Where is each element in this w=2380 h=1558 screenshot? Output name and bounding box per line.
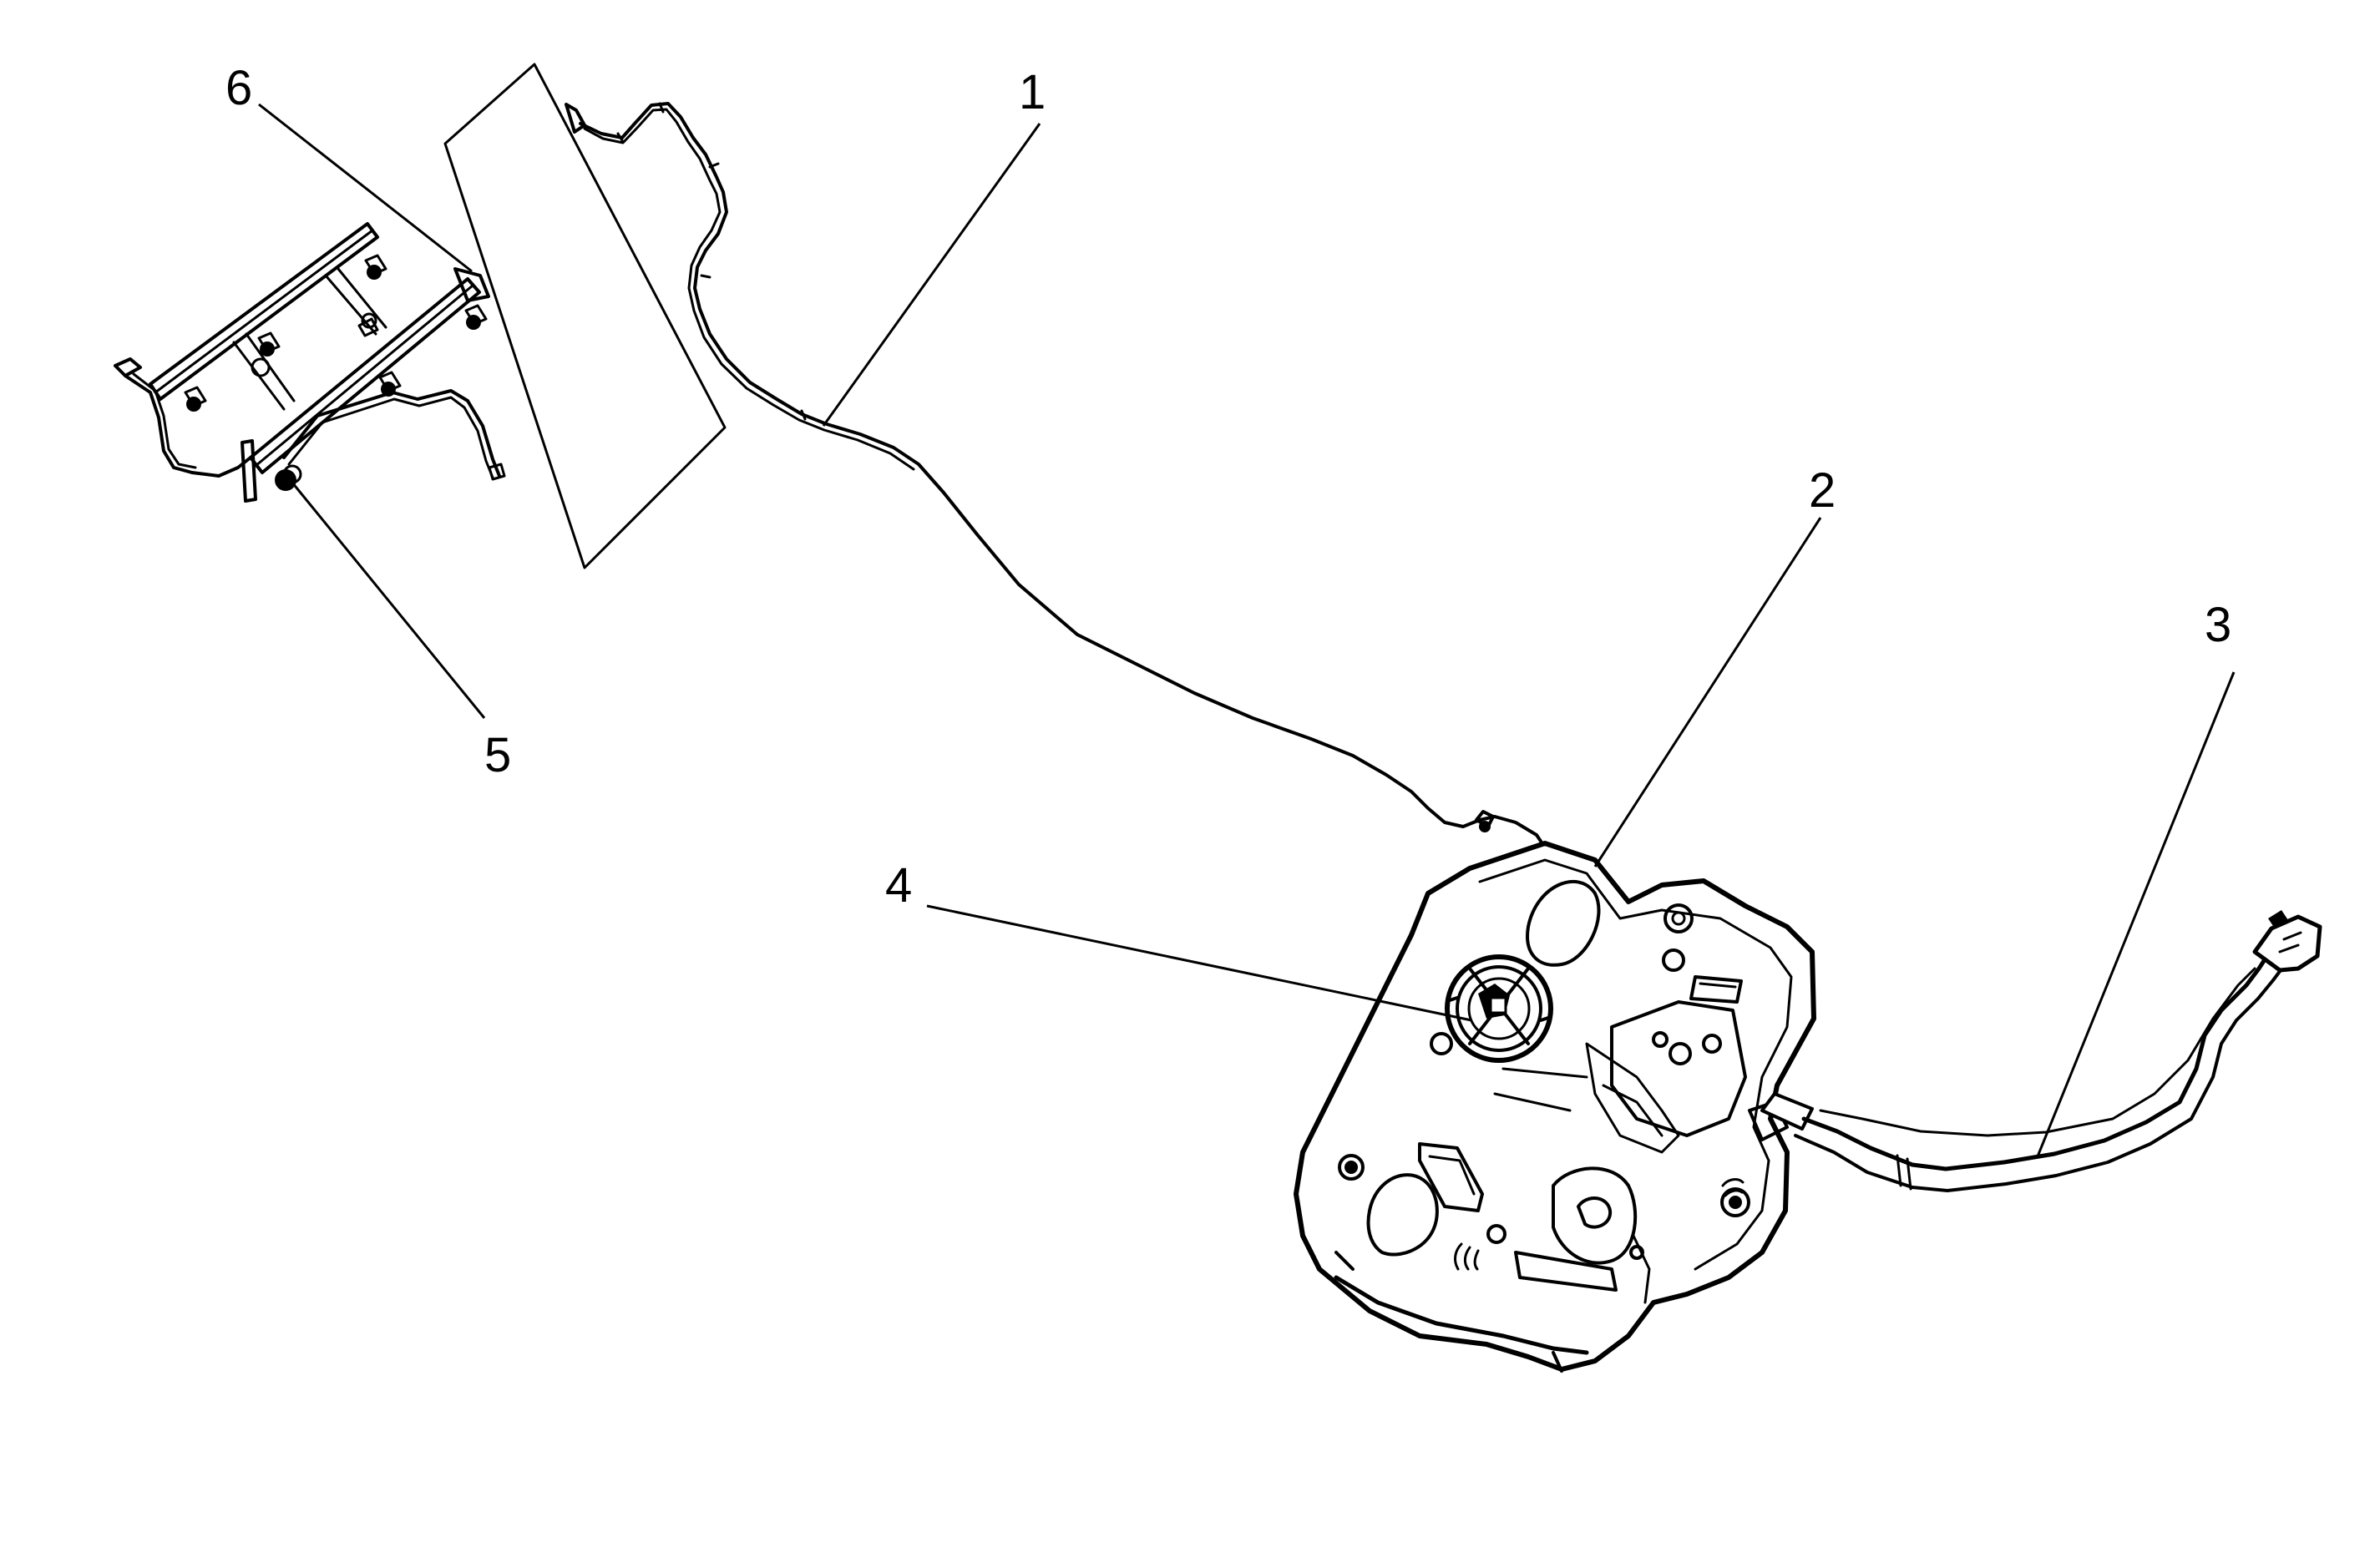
- fuel-tank: [1294, 841, 1816, 1373]
- leader-1: [822, 123, 1041, 427]
- leader-lines: [258, 103, 2236, 1157]
- leader-6: [258, 103, 473, 273]
- callout-labels: 1 2 3 4 5 6: [225, 61, 2231, 913]
- callout-1: 1: [1019, 65, 1046, 119]
- fuel-rail-assembly: [114, 222, 506, 503]
- fuel-feed-pipe: [565, 102, 1555, 862]
- callout-2: 2: [1809, 463, 1836, 518]
- callout-5: 5: [484, 728, 511, 782]
- leader-3: [2036, 671, 2236, 1157]
- fuel-pump-module: [1445, 954, 1553, 1063]
- fuel-filler-pipe: [1760, 910, 2322, 1192]
- detail-frame: [443, 63, 727, 569]
- injector-group: [184, 254, 488, 412]
- leader-4: [926, 904, 1472, 1022]
- leader-5: [291, 482, 486, 719]
- callout-6: 6: [225, 61, 252, 115]
- leader-2: [1593, 517, 1822, 868]
- callout-3: 3: [2205, 598, 2231, 652]
- callout-4: 4: [885, 858, 912, 913]
